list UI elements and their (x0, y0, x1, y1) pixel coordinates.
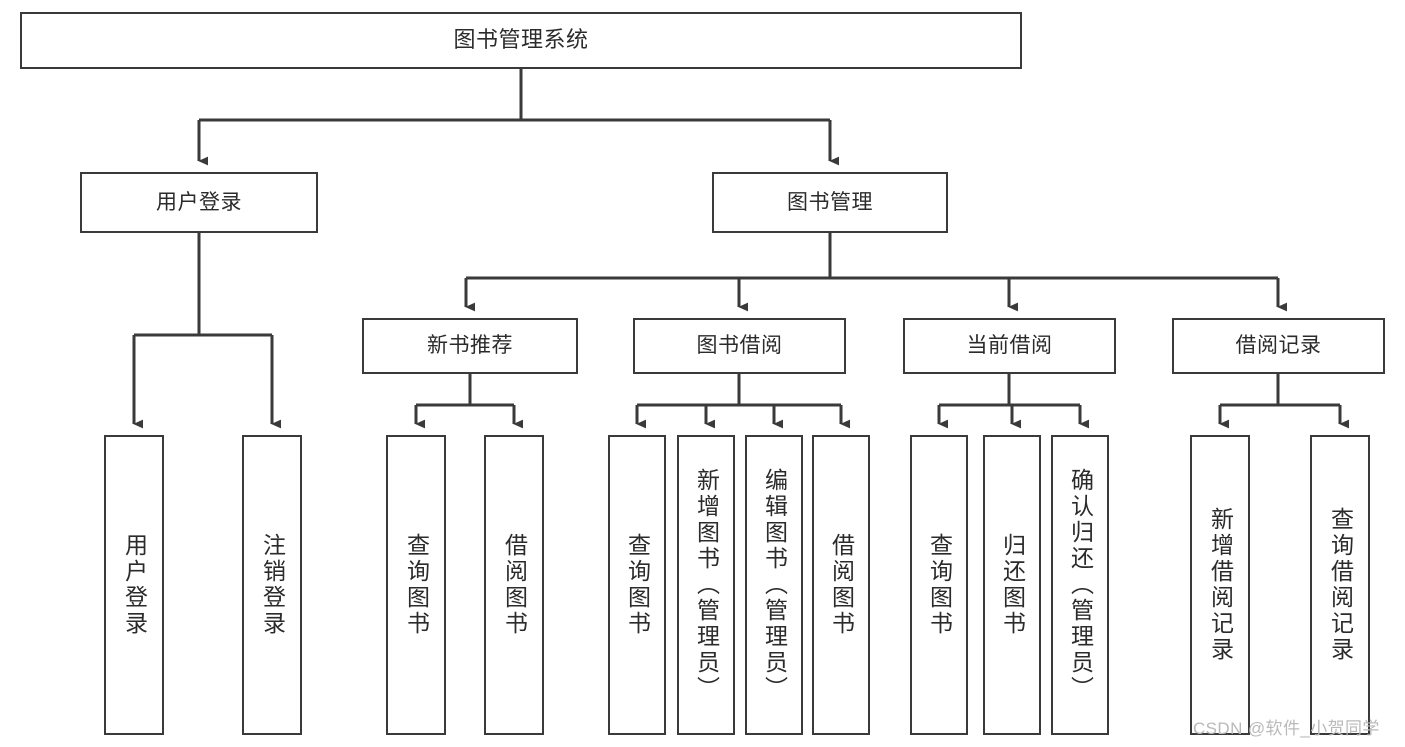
node-leaf-return-book[interactable]: 归还图书 (983, 435, 1041, 735)
connector-root-to-level2 (197, 69, 840, 166)
node-label: 图书借阅 (696, 334, 783, 358)
node-label: 查询图书 (403, 533, 430, 637)
node-label: 当前借阅 (966, 334, 1053, 358)
node-label: 借阅记录 (1235, 334, 1322, 358)
node-leaf-query-book-1[interactable]: 查询图书 (386, 435, 446, 735)
node-label: 归还图书 (999, 533, 1026, 637)
node-leaf-query-book-3[interactable]: 查询图书 (910, 435, 968, 735)
node-leaf-query-book-2[interactable]: 查询图书 (608, 435, 666, 735)
node-label: 新书推荐 (427, 334, 513, 358)
node-new-book-recommend[interactable]: 新书推荐 (362, 318, 578, 374)
node-leaf-query-record[interactable]: 查询借阅记录 (1310, 435, 1370, 735)
node-leaf-user-login[interactable]: 用户登录 (104, 435, 164, 735)
csdn-watermark: CSDN @软件_小贺同学 (1193, 719, 1380, 738)
node-label: 用户登录 (156, 190, 242, 214)
node-leaf-borrow-book-1[interactable]: 借阅图书 (484, 435, 544, 735)
node-label: 编辑图书（管理员） (761, 468, 788, 702)
node-borrow-record[interactable]: 借阅记录 (1172, 318, 1385, 374)
node-label: 查询借阅记录 (1327, 507, 1354, 663)
node-book-manage[interactable]: 图书管理 (712, 172, 948, 233)
node-leaf-confirm-return[interactable]: 确认归还（管理员） (1051, 435, 1109, 735)
node-label: 借阅图书 (828, 533, 855, 637)
node-label: 新增图书（管理员） (693, 468, 720, 702)
connector-recommend-to-leaves (414, 374, 524, 429)
node-label: 查询图书 (624, 533, 651, 637)
node-label: 注销登录 (259, 533, 286, 637)
node-label: 新增借阅记录 (1207, 507, 1234, 663)
node-label: 用户登录 (121, 533, 148, 637)
node-leaf-borrow-book-2[interactable]: 借阅图书 (812, 435, 870, 735)
node-leaf-add-book[interactable]: 新增图书（管理员） (677, 435, 735, 735)
node-user-login[interactable]: 用户登录 (80, 172, 318, 233)
connector-borrow-to-leaves (635, 374, 851, 429)
node-label: 图书管理系统 (453, 27, 589, 53)
connector-current-to-leaves (937, 374, 1090, 429)
connector-book-manage-to-level3 (464, 233, 1288, 312)
connector-user-login-to-leaves (132, 233, 282, 429)
node-leaf-add-record[interactable]: 新增借阅记录 (1190, 435, 1250, 735)
node-label: 查询图书 (926, 533, 953, 637)
node-leaf-logout[interactable]: 注销登录 (242, 435, 302, 735)
node-label: 确认归还（管理员） (1067, 468, 1094, 702)
node-root[interactable]: 图书管理系统 (20, 12, 1022, 69)
connector-record-to-leaves (1218, 374, 1350, 429)
node-book-borrow[interactable]: 图书借阅 (633, 318, 846, 374)
node-leaf-edit-book[interactable]: 编辑图书（管理员） (745, 435, 803, 735)
node-current-borrow[interactable]: 当前借阅 (903, 318, 1116, 374)
node-label: 图书管理 (787, 190, 873, 214)
node-label: 借阅图书 (501, 533, 528, 637)
